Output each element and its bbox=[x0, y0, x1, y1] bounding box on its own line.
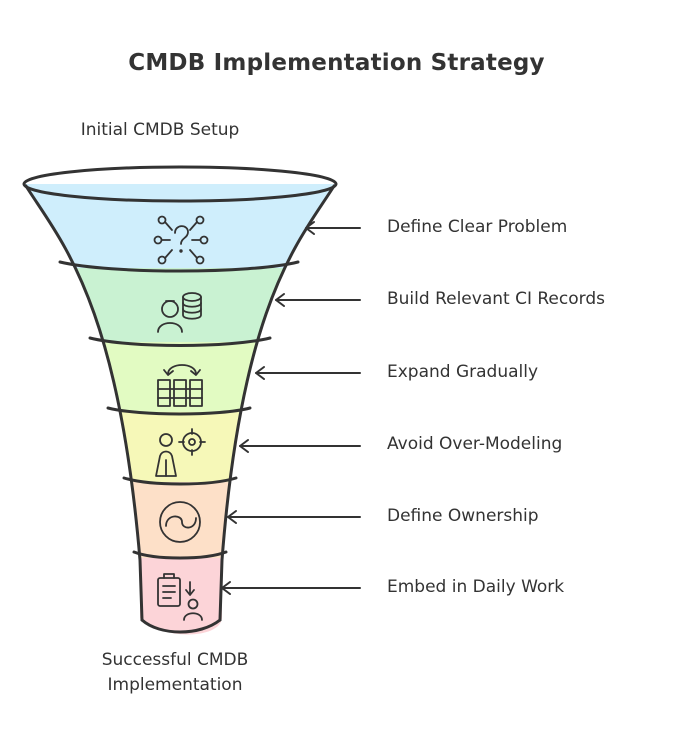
funnel-top-label: Initial CMDB Setup bbox=[80, 120, 240, 140]
band-5 bbox=[24, 482, 334, 558]
band-2 bbox=[24, 268, 334, 342]
arrow-1 bbox=[305, 221, 361, 235]
stage-label-5: Define Ownership bbox=[387, 506, 539, 526]
stage-label-2: Build Relevant CI Records bbox=[387, 289, 605, 309]
arrow-3 bbox=[255, 366, 361, 380]
arrow-2 bbox=[275, 293, 361, 307]
ownership-circle-icon bbox=[159, 501, 201, 543]
funnel-bands bbox=[24, 184, 334, 635]
expanding-blocks-icon bbox=[157, 364, 203, 407]
arrow-4 bbox=[239, 439, 361, 453]
funnel-bottom-label: Successful CMDB Implementation bbox=[55, 648, 295, 698]
network-question-icon bbox=[153, 215, 209, 265]
stage-label-6: Embed in Daily Work bbox=[387, 577, 565, 597]
stage-arrows bbox=[221, 221, 361, 595]
stage-label-4: Avoid Over-Modeling bbox=[387, 434, 563, 454]
band-1 bbox=[24, 184, 334, 268]
arrow-5 bbox=[227, 510, 361, 524]
band-3 bbox=[24, 342, 334, 412]
bottom-label-line-1: Successful CMDB bbox=[101, 650, 249, 670]
clipboard-person-icon bbox=[157, 573, 203, 621]
person-database-icon bbox=[157, 292, 202, 333]
stage-label-3: Expand Gradually bbox=[387, 362, 539, 382]
arrow-6 bbox=[221, 581, 361, 595]
funnel-outline bbox=[22, 165, 338, 634]
stage-label-1: Define Clear Problem bbox=[387, 217, 568, 237]
bottom-label-line-2: Implementation bbox=[107, 675, 243, 695]
diagram-title: CMDB Implementation Strategy bbox=[128, 50, 545, 76]
person-target-icon bbox=[155, 428, 206, 477]
